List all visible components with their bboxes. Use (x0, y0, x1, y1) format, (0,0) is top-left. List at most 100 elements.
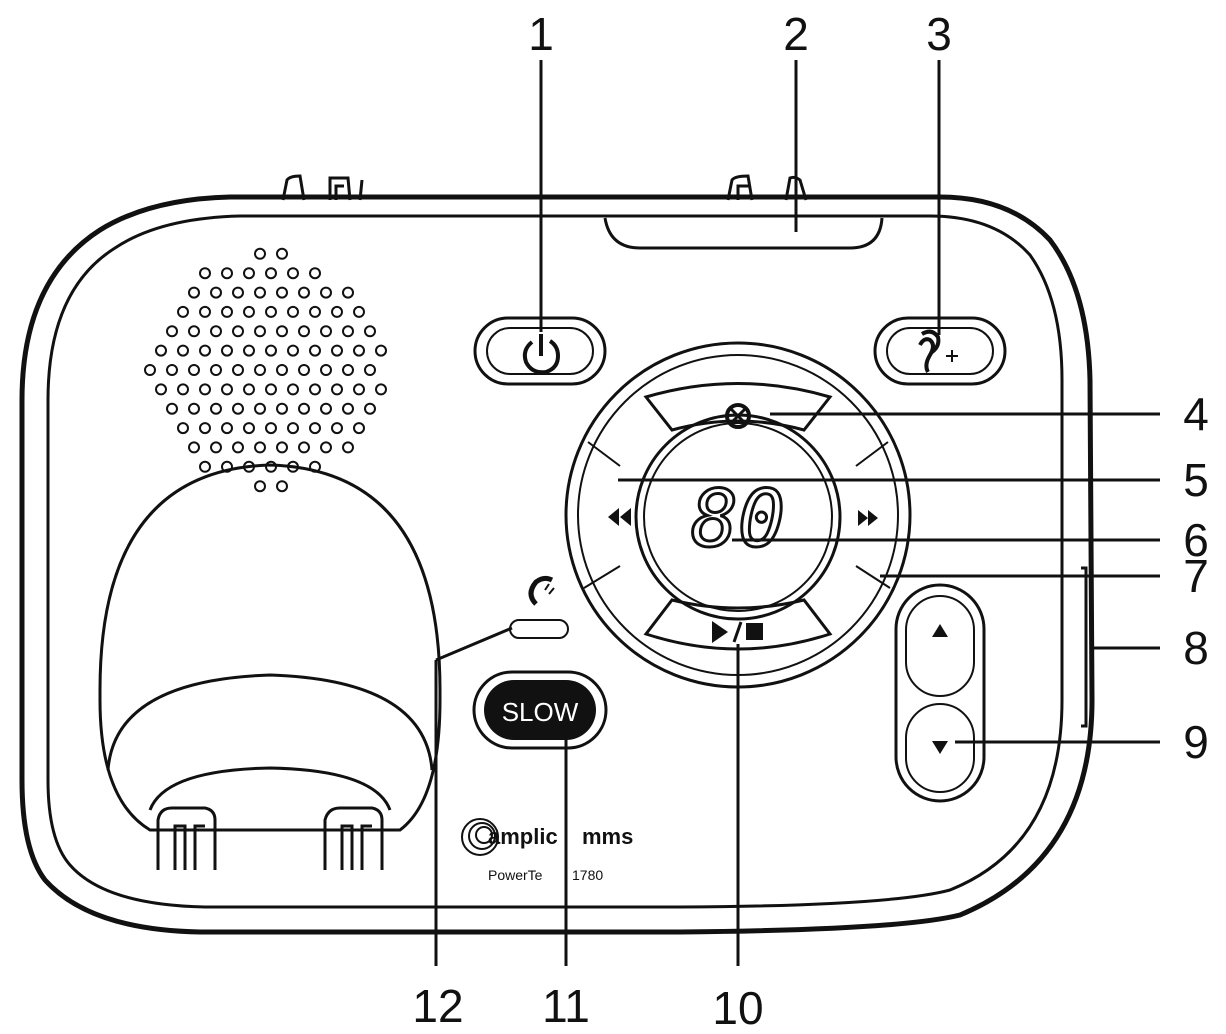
speaker-hole (276, 402, 288, 415)
speaker-hole (342, 441, 354, 454)
speaker-hole (276, 247, 288, 260)
speaker-hole (199, 267, 211, 280)
speaker-hole (265, 344, 277, 357)
speaker-hole (331, 383, 343, 396)
speaker-hole (243, 344, 255, 357)
volume-down-button[interactable] (932, 741, 948, 754)
speaker-hole (232, 402, 244, 415)
speaker-hole (353, 383, 365, 396)
speaker-hole (298, 402, 310, 415)
speaker-hole (243, 422, 255, 435)
speaker-hole (199, 305, 211, 318)
speaker-hole (210, 325, 222, 338)
speaker-hole (210, 286, 222, 299)
brand-name-right: mms (582, 824, 633, 849)
brand-name-left: amplic (488, 824, 558, 849)
speaker-hole (320, 325, 332, 338)
delete-icon (725, 403, 751, 429)
speaker-hole (342, 325, 354, 338)
speaker-hole (155, 344, 167, 357)
display-digits: 80 (691, 475, 785, 565)
callout-2: 2 (783, 8, 809, 60)
speaker-hole (353, 344, 365, 357)
speaker-hole (254, 247, 266, 260)
callout-6: 6 (1183, 514, 1209, 566)
speaker-hole (342, 364, 354, 376)
speaker-hole (364, 402, 376, 415)
speaker-hole (276, 441, 288, 454)
handset-cradle (98, 463, 442, 870)
speaker-hole (221, 344, 233, 357)
speaker-hole (353, 305, 365, 318)
volume-up-button[interactable] (932, 624, 948, 637)
brand-swirl-icon (461, 818, 499, 856)
power-icon (522, 334, 561, 375)
speaker-hole (155, 383, 167, 396)
speaker-hole (320, 364, 332, 376)
callout-12: 12 (412, 980, 463, 1032)
speaker-hole (221, 305, 233, 318)
speaker-hole (188, 364, 200, 376)
speaker-hole (265, 383, 277, 396)
speaker-hole (232, 441, 244, 454)
play-stop-button[interactable] (712, 621, 763, 643)
speaker-hole (177, 383, 189, 396)
brand-logo: amplic mms PowerTe 1780 (461, 818, 633, 883)
speaker-hole (287, 305, 299, 318)
play-stop-icon (712, 621, 763, 643)
speaker-hole (276, 480, 288, 493)
speaker-hole (320, 286, 332, 299)
speaker-hole (287, 267, 299, 280)
speaker-hole (166, 364, 178, 376)
speaker-hole (298, 325, 310, 338)
speaker-hole (276, 325, 288, 338)
callout-10: 10 (712, 982, 763, 1034)
speaker-hole (265, 460, 277, 473)
speaker-hole (331, 305, 343, 318)
slow-button[interactable]: SLOW (472, 670, 608, 750)
speaker-hole (375, 383, 387, 396)
callout-7: 7 (1183, 550, 1209, 602)
speaker-hole (265, 305, 277, 318)
speaker-hole (188, 325, 200, 338)
speaker-grille (144, 247, 387, 493)
fast-forward-button[interactable] (858, 510, 878, 526)
speaker-hole (177, 344, 189, 357)
volume-buttons (894, 583, 986, 803)
speaker-hole (243, 305, 255, 318)
speaker-hole (199, 422, 211, 435)
in-use-indicator (509, 575, 569, 639)
speaker-hole (199, 383, 211, 396)
callout-9: 9 (1183, 716, 1209, 768)
model-name-right: 1780 (572, 867, 603, 883)
volume-down-icon (932, 741, 948, 754)
speaker-hole (254, 402, 266, 415)
speaker-hole (298, 286, 310, 299)
side-switch[interactable] (1081, 566, 1088, 728)
speaker-hole (331, 344, 343, 357)
speaker-hole (287, 383, 299, 396)
rewind-button[interactable] (608, 508, 631, 526)
speaker-hole (232, 364, 244, 376)
callout-labels: 1 2 3 4 5 6 7 8 9 10 11 12 (412, 8, 1208, 1034)
speaker-hole (375, 344, 387, 357)
speaker-hole (221, 383, 233, 396)
speaker-hole (188, 286, 200, 299)
speaker-hole (276, 364, 288, 376)
speaker-hole (177, 305, 189, 318)
speaker-hole (298, 441, 310, 454)
ear-plus-icon (918, 329, 958, 373)
speaker-hole (166, 325, 178, 338)
speaker-hole (353, 422, 365, 435)
fast-forward-icon (858, 510, 878, 526)
speaker-hole (320, 402, 332, 415)
speaker-hole (243, 267, 255, 280)
speaker-hole (298, 364, 310, 376)
delete-button[interactable] (725, 403, 751, 429)
callout-3: 3 (926, 8, 952, 60)
speaker-hole (254, 364, 266, 376)
rewind-icon (608, 508, 631, 526)
speaker-hole (287, 344, 299, 357)
speaker-hole (309, 305, 321, 318)
